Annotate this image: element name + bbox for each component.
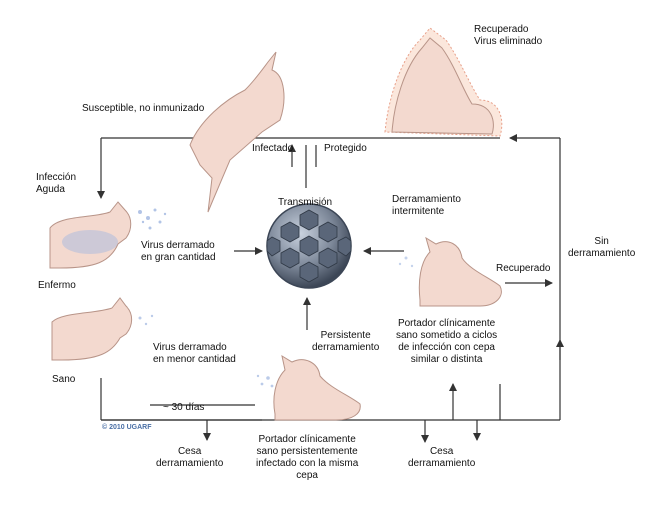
- cat-acute: [49, 201, 132, 269]
- label-stop-shedding-right: Cesa derramamiento: [408, 446, 476, 469]
- label-persistent-shedding: Persistente derramamiento: [312, 330, 380, 353]
- label-acute-infection: Infección Aguda: [36, 172, 77, 195]
- label-susceptible: Susceptible, no inmunizado: [82, 103, 205, 114]
- label-days: ~ 30 días: [163, 402, 205, 413]
- aerosol-low: [138, 314, 154, 326]
- cat-healthy: [51, 297, 133, 361]
- label-transmission: Transmisión: [278, 197, 333, 208]
- label-stop-shedding-left: Cesa derramamiento: [156, 446, 224, 469]
- label-protected: Protegido: [324, 143, 367, 154]
- label-high-shedding: Virus derramado en gran cantidad: [141, 240, 216, 263]
- label-persistent-carrier: Portador clínicamente sano persistenteme…: [256, 434, 359, 481]
- label-infected: Infectado: [252, 143, 294, 154]
- label-no-shedding: Sin derramamiento: [568, 236, 636, 259]
- label-healthy: Sano: [52, 374, 76, 385]
- cat-persistent: [273, 354, 361, 421]
- label-sick: Enfermo: [38, 280, 76, 291]
- label-carrier-cycles: Portador clínicamente sano sometido a ci…: [396, 318, 498, 365]
- label-recovered: Recuperado Virus eliminado: [474, 24, 543, 47]
- aerosol-intermittent: [398, 256, 414, 268]
- aerosol-high: [138, 208, 167, 230]
- credit-label: © 2010 UGARF: [102, 424, 152, 431]
- label-recovered-2: Recuperado: [496, 263, 551, 274]
- cat-recovered-halo: [384, 27, 503, 137]
- cat-jumping: [189, 51, 285, 213]
- label-low-shedding: Virus derramado en menor cantidad: [153, 342, 236, 365]
- cat-intermittent: [418, 236, 502, 307]
- virus-particle: [266, 203, 352, 289]
- label-intermittent-shedding: Derramamiento intermitente: [392, 194, 461, 217]
- aerosol-persistent: [256, 374, 274, 388]
